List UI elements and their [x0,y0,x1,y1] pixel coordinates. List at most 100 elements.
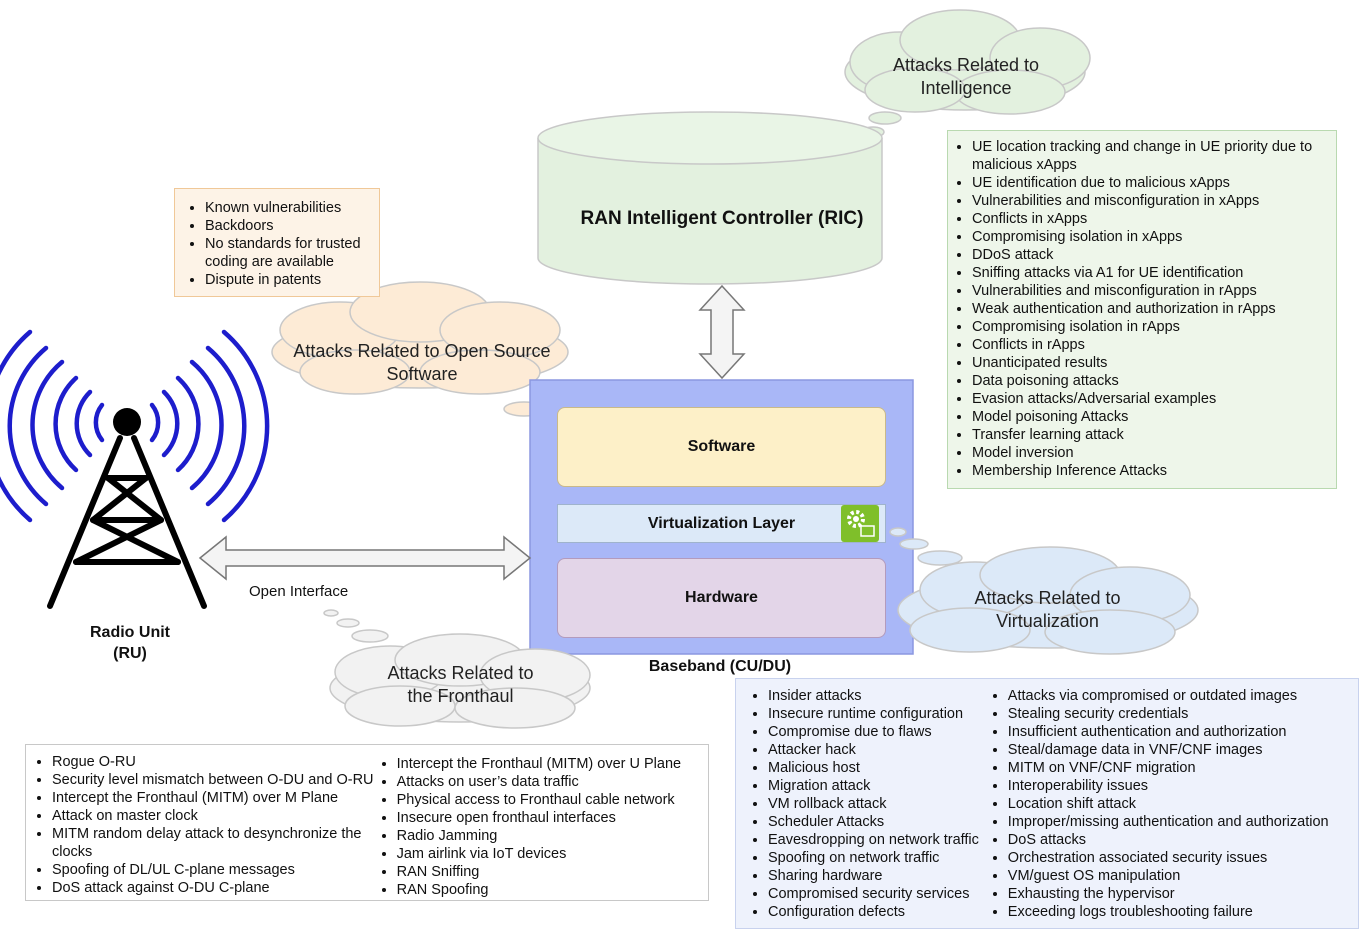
list-item: Configuration defects [768,903,990,921]
list-item: No standards for trusted coding are avai… [205,235,373,271]
list-item: UE location tracking and change in UE pr… [972,138,1330,174]
list-item: DoS attack against O-DU C-plane [52,879,379,897]
intelligence-cloud [844,9,1091,115]
list-item: Spoofing on network traffic [768,849,990,867]
list-item: Migration attack [768,777,990,795]
fronthaul-attacks-list-right: Intercept the Fronthaul (MITM) over U Pl… [379,755,704,900]
list-item: Insecure runtime configuration [768,705,990,723]
list-item: Backdoors [205,217,373,235]
virtualization-layer: Virtualization Layer [557,504,886,543]
open-interface-arrow [198,535,532,581]
fronthaul-attacks-box: Rogue O-RUSecurity level mismatch betwee… [25,744,709,901]
list-item: MITM on VNF/CNF migration [1008,759,1358,777]
list-item: Compromise due to flaws [768,723,990,741]
fronthaul-cloud-label: Attacks Related to the Fronthaul [387,663,534,706]
list-item: Compromised security services [768,885,990,903]
list-item: Attacker hack [768,741,990,759]
list-item: Vulnerabilities and misconfiguration in … [972,282,1330,300]
list-item: RAN Sniffing [397,863,704,881]
list-item: Compromising isolation in xApps [972,228,1330,246]
list-item: Known vulnerabilities [205,199,373,217]
virtualization-layer-label: Virtualization Layer [647,514,796,532]
open-source-cloud [271,281,569,395]
virtualization-cloud [897,546,1199,655]
list-item: Eavesdropping on network traffic [768,831,990,849]
radio-unit-line2: (RU) [113,645,147,662]
list-item: Attack on master clock [52,807,379,825]
list-item: Attacks via compromised or outdated imag… [1008,687,1358,705]
list-item: Dispute in patents [205,271,373,289]
fronthaul-attacks-list-left: Rogue O-RUSecurity level mismatch betwee… [34,753,379,900]
list-item: Conflicts in xApps [972,210,1330,228]
hardware-label: Hardware [685,589,758,606]
list-item: Conflicts in rApps [972,336,1330,354]
list-item: Sharing hardware [768,867,990,885]
list-item: DDoS attack [972,246,1330,264]
list-item: Membership Inference Attacks [972,462,1330,480]
gear-settings-icon [841,505,879,542]
list-item: Model poisoning Attacks [972,408,1330,426]
intelligence-attacks-list: UE location tracking and change in UE pr… [954,138,1330,480]
list-item: Spoofing of DL/UL C-plane messages [52,861,379,879]
list-item: UE identification due to malicious xApps [972,174,1330,192]
software-layer: Software [557,407,886,487]
list-item: Sniffing attacks via A1 for UE identific… [972,264,1330,282]
radio-tower-icon [0,329,270,609]
list-item: Security level mismatch between O-DU and… [52,771,379,789]
open-source-cloud-label: Attacks Related to Open Source Software [293,341,551,384]
list-item: DoS attacks [1008,831,1358,849]
list-item: Radio Jamming [397,827,704,845]
list-item: Data poisoning attacks [972,372,1330,390]
baseband-title: Baseband (CU/DU) [648,658,792,675]
virtualization-attacks-list-right: Attacks via compromised or outdated imag… [990,687,1358,928]
list-item: Orchestration associated security issues [1008,849,1358,867]
software-label: Software [687,438,756,455]
open-interface-label: Open Interface [249,583,349,600]
list-item: Insufficient authentication and authoriz… [1008,723,1358,741]
virtualization-cloud-label: Attacks Related to Virtualization [974,588,1121,631]
ric-baseband-arrow [698,284,746,380]
open-source-attacks-list: Known vulnerabilitiesBackdoorsNo standar… [187,199,373,289]
open-source-attacks-box: Known vulnerabilitiesBackdoorsNo standar… [174,188,380,297]
virtualization-attacks-list-left: Insider attacksInsecure runtime configur… [738,687,990,928]
list-item: Steal/damage data in VNF/CNF images [1008,741,1358,759]
list-item: Transfer learning attack [972,426,1330,444]
list-item: Model inversion [972,444,1330,462]
list-item: Unanticipated results [972,354,1330,372]
list-item: Interoperability issues [1008,777,1358,795]
list-item: Attacks on user’s data traffic [397,773,704,791]
intelligence-cloud-label: Attacks Related to Intelligence [892,55,1040,98]
list-item: Intercept the Fronthaul (MITM) over U Pl… [397,755,704,773]
list-item: Insecure open fronthaul interfaces [397,809,704,827]
list-item: RAN Spoofing [397,881,704,899]
fronthaul-cloud [329,633,591,729]
radio-unit-label: Radio Unit (RU) [60,622,200,664]
list-item: Exceeding logs troubleshooting failure [1008,903,1358,921]
list-item: Malicious host [768,759,990,777]
hardware-layer: Hardware [557,558,886,638]
list-item: Location shift attack [1008,795,1358,813]
list-item: Compromising isolation in rApps [972,318,1330,336]
list-item: Physical access to Fronthaul cable netwo… [397,791,704,809]
list-item: Scheduler Attacks [768,813,990,831]
list-item: Vulnerabilities and misconfiguration in … [972,192,1330,210]
list-item: VM rollback attack [768,795,990,813]
list-item: Insider attacks [768,687,990,705]
list-item: Stealing security credentials [1008,705,1358,723]
list-item: MITM random delay attack to desynchroniz… [52,825,379,861]
list-item: Improper/missing authentication and auth… [1008,813,1358,831]
list-item: Exhausting the hypervisor [1008,885,1358,903]
virtualization-bubbles [889,527,963,566]
intelligence-attacks-box: UE location tracking and change in UE pr… [947,130,1337,489]
ric-cylinder [537,111,883,285]
ric-title: RAN Intelligent Controller (RIC) [580,208,864,229]
list-item: Rogue O-RU [52,753,379,771]
virtualization-attacks-box: Insider attacksInsecure runtime configur… [735,678,1359,929]
list-item: Evasion attacks/Adversarial examples [972,390,1330,408]
radio-unit-line1: Radio Unit [90,624,170,641]
fronthaul-bubbles [323,609,389,643]
list-item: Jam airlink via IoT devices [397,845,704,863]
list-item: Intercept the Fronthaul (MITM) over M Pl… [52,789,379,807]
list-item: Weak authentication and authorization in… [972,300,1330,318]
list-item: VM/guest OS manipulation [1008,867,1358,885]
